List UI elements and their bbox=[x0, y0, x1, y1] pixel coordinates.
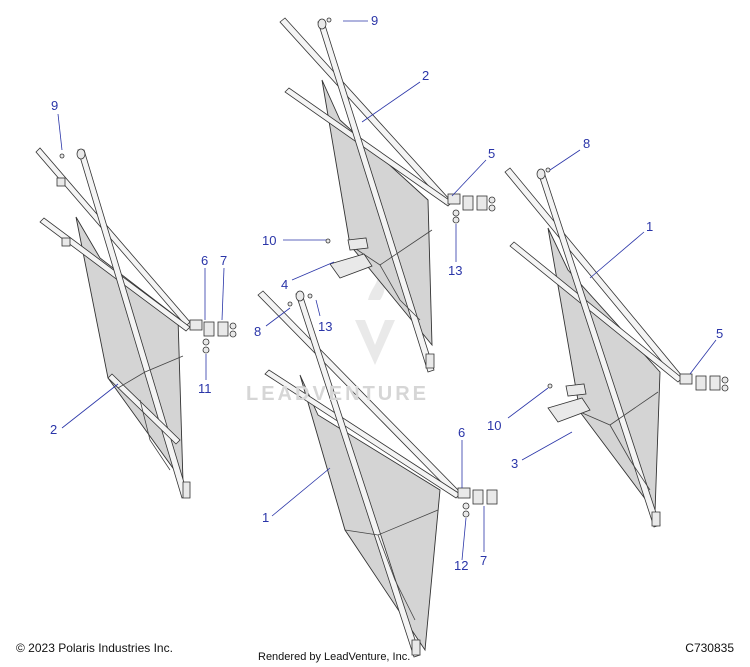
diagram-code: C730835 bbox=[685, 641, 734, 655]
callout-1-bottom: 1 bbox=[262, 510, 269, 525]
callout-9-left: 9 bbox=[51, 98, 58, 113]
callout-5-right: 5 bbox=[716, 326, 723, 341]
copyright-text: © 2023 Polaris Industries Inc. bbox=[16, 641, 173, 655]
callout-2-left: 2 bbox=[50, 422, 57, 437]
net-panel-right bbox=[504, 167, 729, 528]
callout-7-bottom: 7 bbox=[480, 553, 487, 568]
callout-2-top: 2 bbox=[422, 68, 429, 83]
callout-5-top: 5 bbox=[488, 146, 495, 161]
callout-13-bottom: 13 bbox=[318, 319, 332, 334]
callout-13-top: 13 bbox=[448, 263, 462, 278]
callout-4: 4 bbox=[281, 277, 288, 292]
leader-lines bbox=[57, 20, 717, 561]
callout-12: 12 bbox=[454, 558, 468, 573]
net-panel-top bbox=[279, 17, 496, 373]
callout-8-bottom: 8 bbox=[254, 324, 261, 339]
callout-6-left: 6 bbox=[201, 253, 208, 268]
callout-1-right: 1 bbox=[646, 219, 653, 234]
callout-6-bottom: 6 bbox=[458, 425, 465, 440]
net-panel-bottom bbox=[257, 290, 498, 658]
callouts: 9 2 5 8 1 10 13 4 6 7 8 13 11 2 5 10 3 6… bbox=[50, 13, 723, 573]
callout-7-left: 7 bbox=[220, 253, 227, 268]
callout-10-right: 10 bbox=[487, 418, 501, 433]
callout-11: 11 bbox=[198, 381, 212, 396]
watermark-text: LEADVENTURE bbox=[246, 383, 430, 405]
callout-10-top: 10 bbox=[262, 233, 276, 248]
rendered-by-text: Rendered by LeadVenture, Inc. bbox=[258, 651, 411, 663]
callout-9-top: 9 bbox=[371, 13, 378, 28]
net-panel-left bbox=[35, 147, 237, 499]
callout-3: 3 bbox=[511, 456, 518, 471]
callout-8-right: 8 bbox=[583, 136, 590, 151]
